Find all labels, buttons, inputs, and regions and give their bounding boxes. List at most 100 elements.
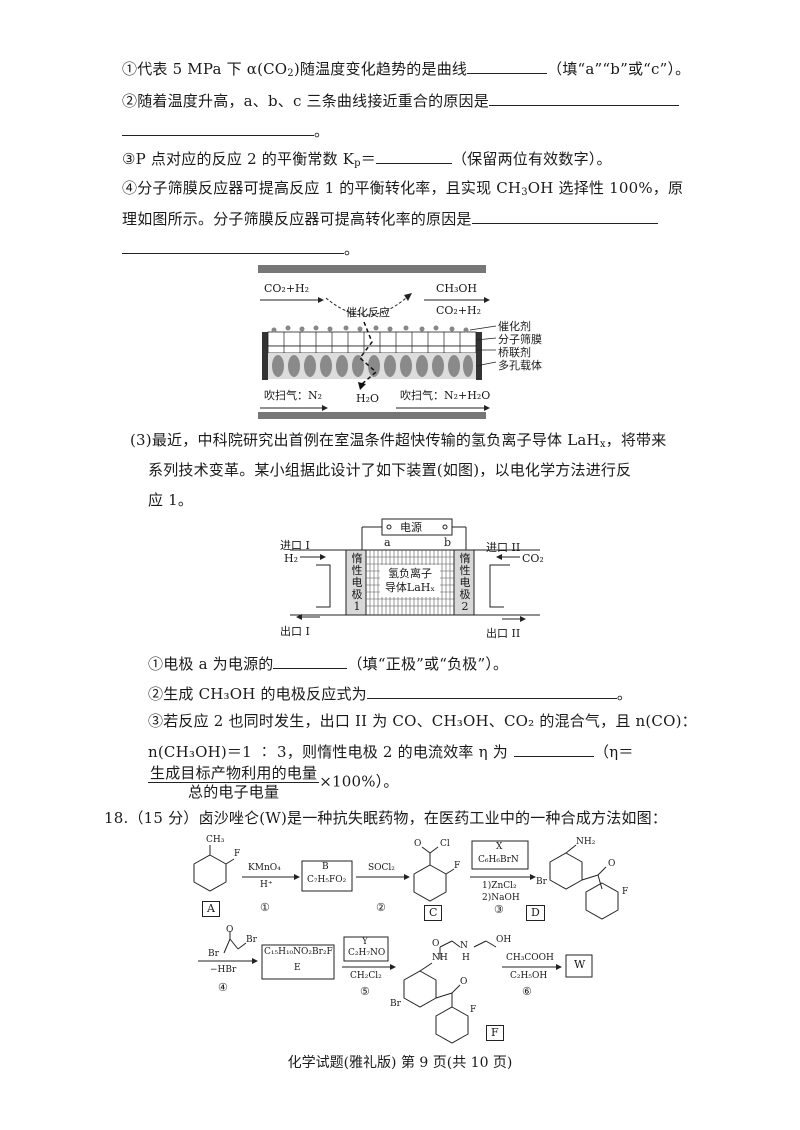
synthesis-scheme-row1: CH₃ F A KMnO₄ H⁺ ① B C₇H₅FO₂ SOCl₂ ② O C… (190, 835, 670, 925)
cell-diagram (290, 518, 540, 622)
outlet-2-label: 出口 II (486, 627, 521, 640)
item2-text: ②随着温度升高，a、b、c 三条曲线接近重合的原因是 (122, 92, 489, 110)
electrochemical-cell-figure: 电源 a b 进口 I H₂ 出口 I 进口 II CO₂ 出口 II 惰性电极… (280, 515, 544, 645)
answer-blank-curve[interactable] (467, 58, 548, 74)
answer-blank-electrode[interactable] (273, 653, 348, 669)
membrane-reactor-figure: CO₂+H₂ 催化反应 CH₃OH CO₂+H₂ 催化剂 分子筛膜 桥联剂 多孔… (256, 262, 556, 422)
item3-suffix: （保留两位有效数字）。 (451, 150, 612, 168)
reagent-x-label: X (496, 842, 503, 852)
compound-c-label: C (424, 905, 443, 921)
step3-number: ③ (494, 903, 504, 916)
d-nh2: NH₂ (576, 837, 596, 847)
answer-blank-equation[interactable] (366, 683, 617, 699)
item1-prefix: ①电极 a 为电源的 (148, 655, 274, 673)
char: 1 (353, 600, 361, 613)
intro-text-line3: 应 1。 (148, 491, 194, 509)
item3-line2a: n(CH₃OH)＝1 ∶ 3，则惰性电极 2 的电流效率 η 为 (148, 743, 508, 761)
gas-h2-label: H₂ (284, 552, 299, 565)
period: 。 (314, 122, 330, 140)
compound-f-label: F (486, 1025, 504, 1041)
step4-br2: Br (208, 949, 219, 959)
compound-b-formula: C₇H₅FO₂ (307, 875, 347, 885)
f-o2: O (460, 977, 468, 987)
item2-prefix: ②生成 CH₃OH 的电极反应式为 (148, 685, 367, 703)
item1-prefix: ①代表 5 MPa 下 α(CO (122, 60, 288, 78)
membrane-reactor-diagram (258, 265, 497, 419)
a-ch3: CH₃ (206, 835, 225, 845)
sub: 3 (521, 187, 528, 198)
intro-text-end: ，将带来 (605, 431, 667, 449)
char: 惰 (351, 552, 363, 565)
inlet-2-label: 进口 II (486, 541, 521, 554)
reagent-y-label: Y (362, 937, 368, 947)
compound-e-label: E (294, 963, 301, 973)
f-h: H (462, 953, 470, 963)
q17-3-item2: ②生成 CH₃OH 的电极反应式为。 (148, 683, 632, 704)
scheme-row1-svg (193, 840, 619, 920)
step4-hbr: −HBr (210, 965, 237, 975)
f-br: Br (390, 999, 401, 1009)
answer-blank-kp[interactable] (375, 148, 452, 164)
item4-text-a: ④分子筛膜反应器可提高反应 1 的平衡转化率，且实现 CH (122, 179, 522, 197)
char: 2 (461, 600, 469, 613)
answer-blank-efficiency[interactable] (513, 741, 594, 757)
answer-blank-reason[interactable] (488, 90, 679, 106)
answer-blank-membrane[interactable] (471, 208, 658, 224)
power-source-label: 电源 (400, 521, 422, 534)
step2-number: ② (376, 901, 386, 914)
step5-number: ⑤ (360, 985, 370, 998)
d-br: Br (536, 877, 547, 887)
char: 惰 (459, 552, 471, 565)
step6-number: ⑥ (522, 985, 532, 998)
conductor-label: 氢负离子 导体LaHₓ (380, 567, 440, 595)
q17-3-item3-l1: ③若反应 2 也同时发生，出口 II 为 CO、CH₃OH、CO₂ 的混合气，且… (148, 711, 697, 731)
compound-a-label: A (202, 901, 220, 917)
layer-bridge-agent: 桥联剂 (498, 346, 531, 359)
answer-blank-membrane-cont[interactable] (122, 238, 344, 254)
terminal-a: a (384, 536, 391, 549)
sub: x (599, 439, 606, 450)
water-label: H₂O (356, 392, 380, 405)
layer-catalyst: 催化剂 (498, 320, 531, 333)
q17-3-item3-l2: n(CH₃OH)＝1 ∶ 3，则惰性电极 2 的电流效率 η 为（η＝ (148, 741, 634, 762)
q17-2-item4-l1: ④分子筛膜反应器可提高反应 1 的平衡转化率，且实现 CH3OH 选择性 100… (122, 178, 683, 203)
reaction-label: 催化反应 (346, 306, 390, 319)
q17-2-item4-l3: 。 (122, 238, 359, 259)
char: 电 (459, 576, 471, 589)
outlet-top-label: CH₃OH (436, 282, 478, 295)
q17-3-intro-l2: 系列技术变革。某小组据此设计了如下装置(如图)，以电化学方法进行反 (148, 460, 631, 480)
intro-text-line2: 系列技术变革。某小组据此设计了如下装置(如图)，以电化学方法进行反 (148, 461, 632, 479)
efficiency-fraction: 生成目标产物利用的电量 总的电子电量 (148, 764, 320, 801)
answer-blank-reason-cont[interactable] (122, 120, 314, 136)
item1-suffix: （填“a”“b”或“c”）。 (547, 60, 691, 78)
conductor-line2: 导体LaHₓ (384, 581, 436, 594)
step1-reagent-kmno4: KMnO₄ (248, 863, 281, 873)
d-f: F (622, 887, 629, 897)
page-footer: 化学试题(雅礼版) 第 9 页(共 10 页) (287, 1055, 513, 1071)
step6-etoh: C₂H₅OH (510, 971, 548, 981)
char: 极 (459, 588, 471, 601)
f-o1: O (432, 939, 440, 949)
sweep-in-label: 吹扫气：N₂ (264, 389, 323, 402)
fraction-suffix: ×100%）。 (319, 772, 399, 791)
layer-porous-support: 多孔载体 (498, 359, 542, 372)
f-f: F (470, 1005, 477, 1015)
outlet-bottom-label: CO₂+H₂ (436, 304, 482, 317)
outlet-1-label: 出口 I (280, 625, 310, 638)
char: 性 (459, 564, 471, 577)
compound-e-formula: C₁₅H₁₀NO₂Br₂F (264, 947, 333, 957)
sweep-out-label: 吹扫气：N₂+H₂O (400, 389, 491, 402)
q17-2-item2-cont: 。 (122, 120, 329, 141)
item4-text-b: OH 选择性 100%，原 (527, 179, 684, 197)
item4-text-line2: 理如图所示。分子筛膜反应器可提高转化率的原因是 (122, 210, 472, 228)
f-oh: OH (496, 935, 512, 945)
step2-reagent-socl2: SOCl₂ (368, 863, 395, 873)
q18-header: 18.（15 分）卤沙唑仑(W)是一种抗失眠药物，在医药工业中的一种合成方法如图… (104, 808, 667, 828)
equals: ＝ (360, 150, 376, 168)
c-o: O (414, 839, 422, 849)
layer-sieve-membrane: 分子筛膜 (498, 333, 542, 346)
synthesis-scheme-row2: O Br Br −HBr ④ C₁₅H₁₀NO₂Br₂F E Y C₂H₇NO … (196, 925, 616, 1045)
item3-line1: ③若反应 2 也同时发生，出口 II 为 CO、CH₃OH、CO₂ 的混合气，且… (148, 712, 697, 730)
